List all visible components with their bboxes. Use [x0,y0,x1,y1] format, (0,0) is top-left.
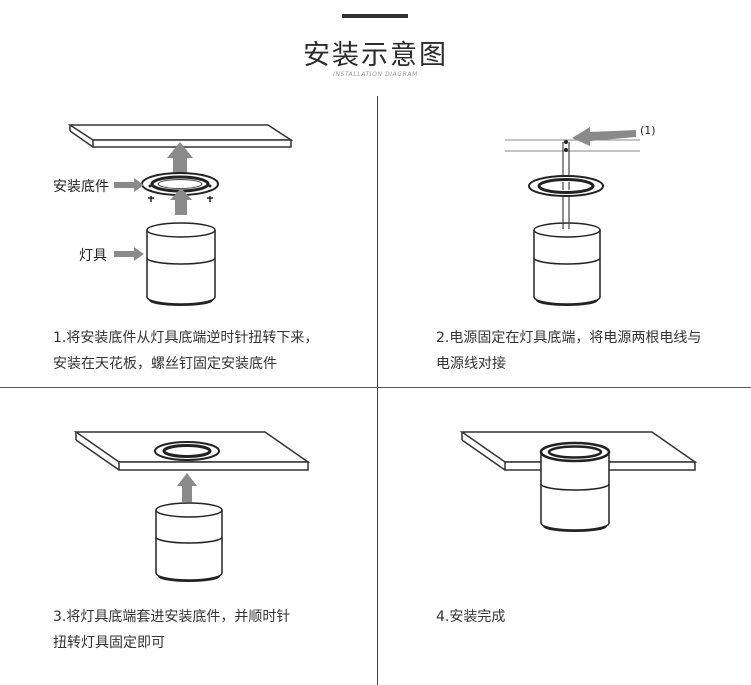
step2-base-ring [528,175,604,197]
step1-ceiling-board [67,124,294,141]
page-title: 安装示意图 [303,40,448,71]
step2-illustration [505,127,640,306]
step1-lamp [146,222,216,306]
vertical-divider [377,96,378,685]
step1-screw-right [207,196,213,202]
step3-illustration [73,431,311,582]
step2-lamp [533,222,601,306]
step4-illustration [459,431,698,532]
step1-up-arrow-top [167,142,193,178]
step3-caption: 3.将灯具底端套进安装底件，并顺时针 扭转灯具固定即可 [53,604,290,656]
step4-caption: 4.安装完成 [436,604,505,630]
step1-screw-left [148,196,154,202]
page-subtitle: INSTALLATION DIAGRAM [333,71,418,78]
step1-caption: 1.将安装底件从灯具底端逆时针扭转下来， 安装在天花板，螺丝钉固定安装底件 [53,325,318,377]
horizontal-divider [0,387,751,388]
step3-up-arrow [177,473,197,502]
step1-illustration [67,124,294,306]
step2-caption-line1: 2.电源固定在灯具底端，将电源两根电线与 [436,330,702,346]
step3-base-ring [154,441,220,461]
label-wire-marker: (1) [640,124,656,137]
label-mounting-base: 安装底件 [53,179,109,195]
step1-caption-line1: 1.将安装底件从灯具底端逆时针扭转下来， [53,330,319,346]
label-lamp: 灯具 [79,248,107,264]
step1-caption-line2: 安装在天花板，螺丝钉固定安装底件 [53,356,277,372]
header-accent-bar [342,14,408,18]
step3-lamp [155,502,223,582]
step2-caption-line2: 电源线对接 [436,356,506,372]
step2-wire-pointer-arrow [572,127,636,146]
step1-label-arrow-base [114,178,144,192]
step1-label-arrow-lamp [114,247,144,261]
step1-up-arrow-bottom [170,188,192,215]
step4-caption-line1: 4.安装完成 [436,609,506,625]
step2-caption: 2.电源固定在灯具底端，将电源两根电线与 电源线对接 [436,325,701,377]
step4-lamp-installed [539,441,611,532]
step3-caption-line1: 3.将灯具底端套进安装底件，并顺时针 [53,609,291,625]
step3-caption-line2: 扭转灯具固定即可 [53,635,165,651]
step1-base-ring [141,172,219,196]
